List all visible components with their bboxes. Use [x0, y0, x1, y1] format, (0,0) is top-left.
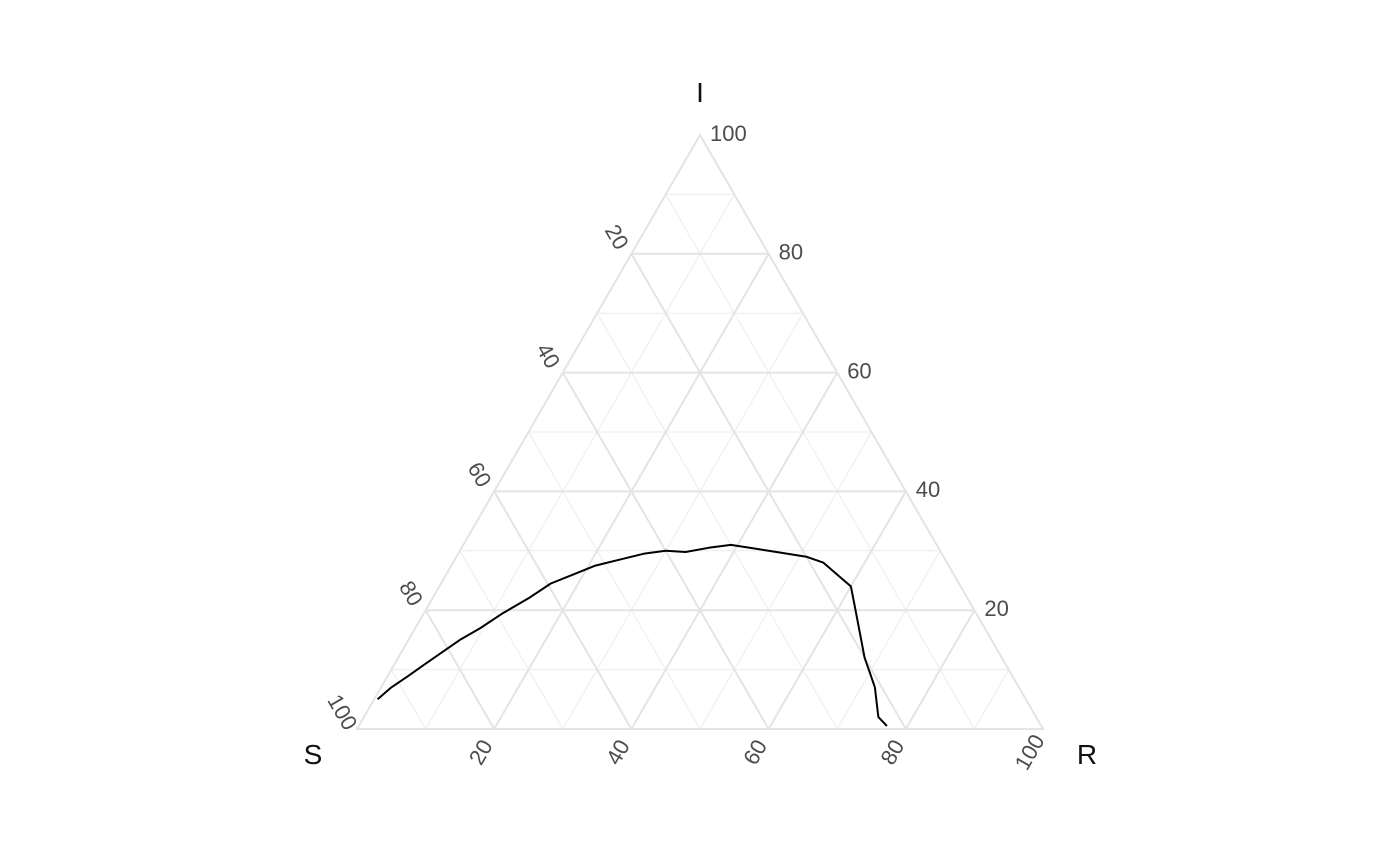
vertex-label-right: R — [1077, 739, 1097, 770]
gridline-s — [390, 669, 427, 730]
gridline-r — [904, 609, 976, 730]
gridline-r — [562, 312, 804, 730]
gridline-s — [528, 431, 701, 730]
series-line-0 — [376, 543, 888, 727]
tick-label-right: 40 — [916, 477, 940, 502]
gridline-s — [596, 312, 838, 730]
gridline-r — [630, 372, 839, 730]
left-edge-ticks: 20 40 60 80 100 — [322, 220, 633, 734]
tick-label-left: 20 — [600, 220, 634, 254]
tick-label-bottom: 60 — [738, 735, 772, 769]
gridline-s — [424, 609, 496, 730]
vertex-label-left: S — [304, 739, 323, 770]
tick-label-bottom: 100 — [1010, 730, 1050, 774]
vertex-label-top: I — [696, 77, 704, 108]
major-gridlines — [424, 252, 976, 730]
gridline-r — [425, 194, 735, 730]
gridline-s — [493, 490, 633, 730]
gridline-r — [836, 550, 941, 730]
gridline-r — [973, 669, 1010, 730]
tick-label-left: 60 — [463, 458, 497, 492]
tick-label-right: 60 — [847, 358, 871, 383]
minor-gridlines — [390, 193, 1010, 730]
triangle-frame — [355, 133, 1045, 730]
tick-label-left: 80 — [394, 577, 428, 611]
tick-label-right: 80 — [779, 240, 803, 265]
gridline-s — [459, 550, 564, 730]
tick-label-right: 20 — [984, 596, 1008, 621]
tick-label-bottom: 80 — [875, 735, 909, 769]
tick-label-right: 100 — [710, 121, 747, 146]
tick-label-left: 40 — [531, 339, 565, 373]
triangle-outline — [355, 133, 1045, 730]
tick-label-bottom: 40 — [601, 735, 635, 769]
data-series — [376, 543, 888, 727]
bottom-edge-ticks: 20 40 60 80 100 — [464, 730, 1050, 774]
gridline-s — [665, 194, 975, 730]
gridline-r — [699, 431, 872, 730]
right-edge-ticks: 100 80 60 40 20 — [710, 121, 1009, 621]
tick-label-left: 100 — [322, 690, 362, 734]
gridline-r — [767, 490, 907, 730]
tick-label-bottom: 20 — [464, 735, 498, 769]
